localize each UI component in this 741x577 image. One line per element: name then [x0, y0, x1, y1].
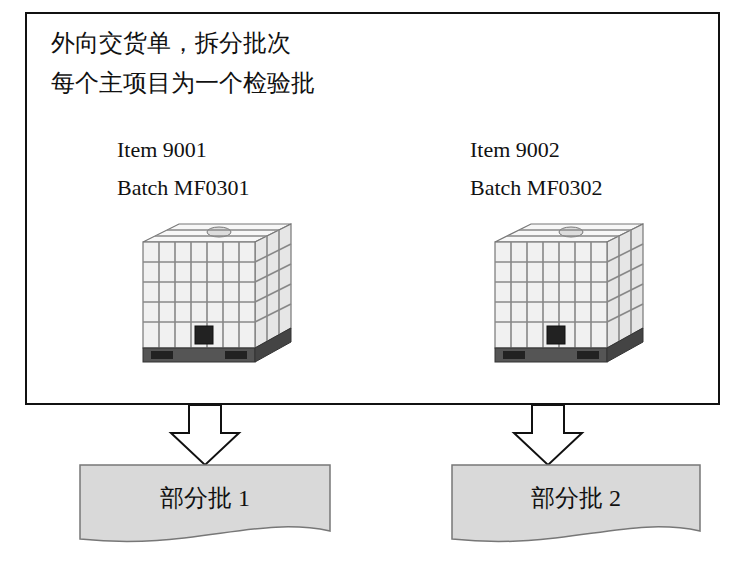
item-batch-label: Batch MF0301	[117, 174, 250, 203]
partial-lot-document: 部分批 1	[80, 465, 330, 545]
partial-lot-document: 部分批 2	[452, 465, 700, 545]
document-shape	[80, 465, 330, 541]
item-batch-label: Item 9001	[117, 136, 207, 165]
document-label: 部分批 1	[160, 483, 250, 514]
delivery-frame: 外向交货单，拆分批次每个主项目为一个检验批	[25, 12, 720, 405]
ibc-container	[495, 224, 643, 362]
frame-heading: 每个主项目为一个检验批	[51, 68, 315, 99]
item-batch-label: Batch MF0302	[470, 174, 603, 203]
item-batch-label: Item 9002	[470, 136, 560, 165]
document-shape	[452, 465, 700, 541]
block-arrow	[171, 405, 239, 465]
ibc-container	[143, 224, 291, 362]
block-arrow	[514, 405, 582, 465]
document-label: 部分批 2	[531, 483, 621, 514]
frame-heading: 外向交货单，拆分批次	[51, 28, 291, 59]
